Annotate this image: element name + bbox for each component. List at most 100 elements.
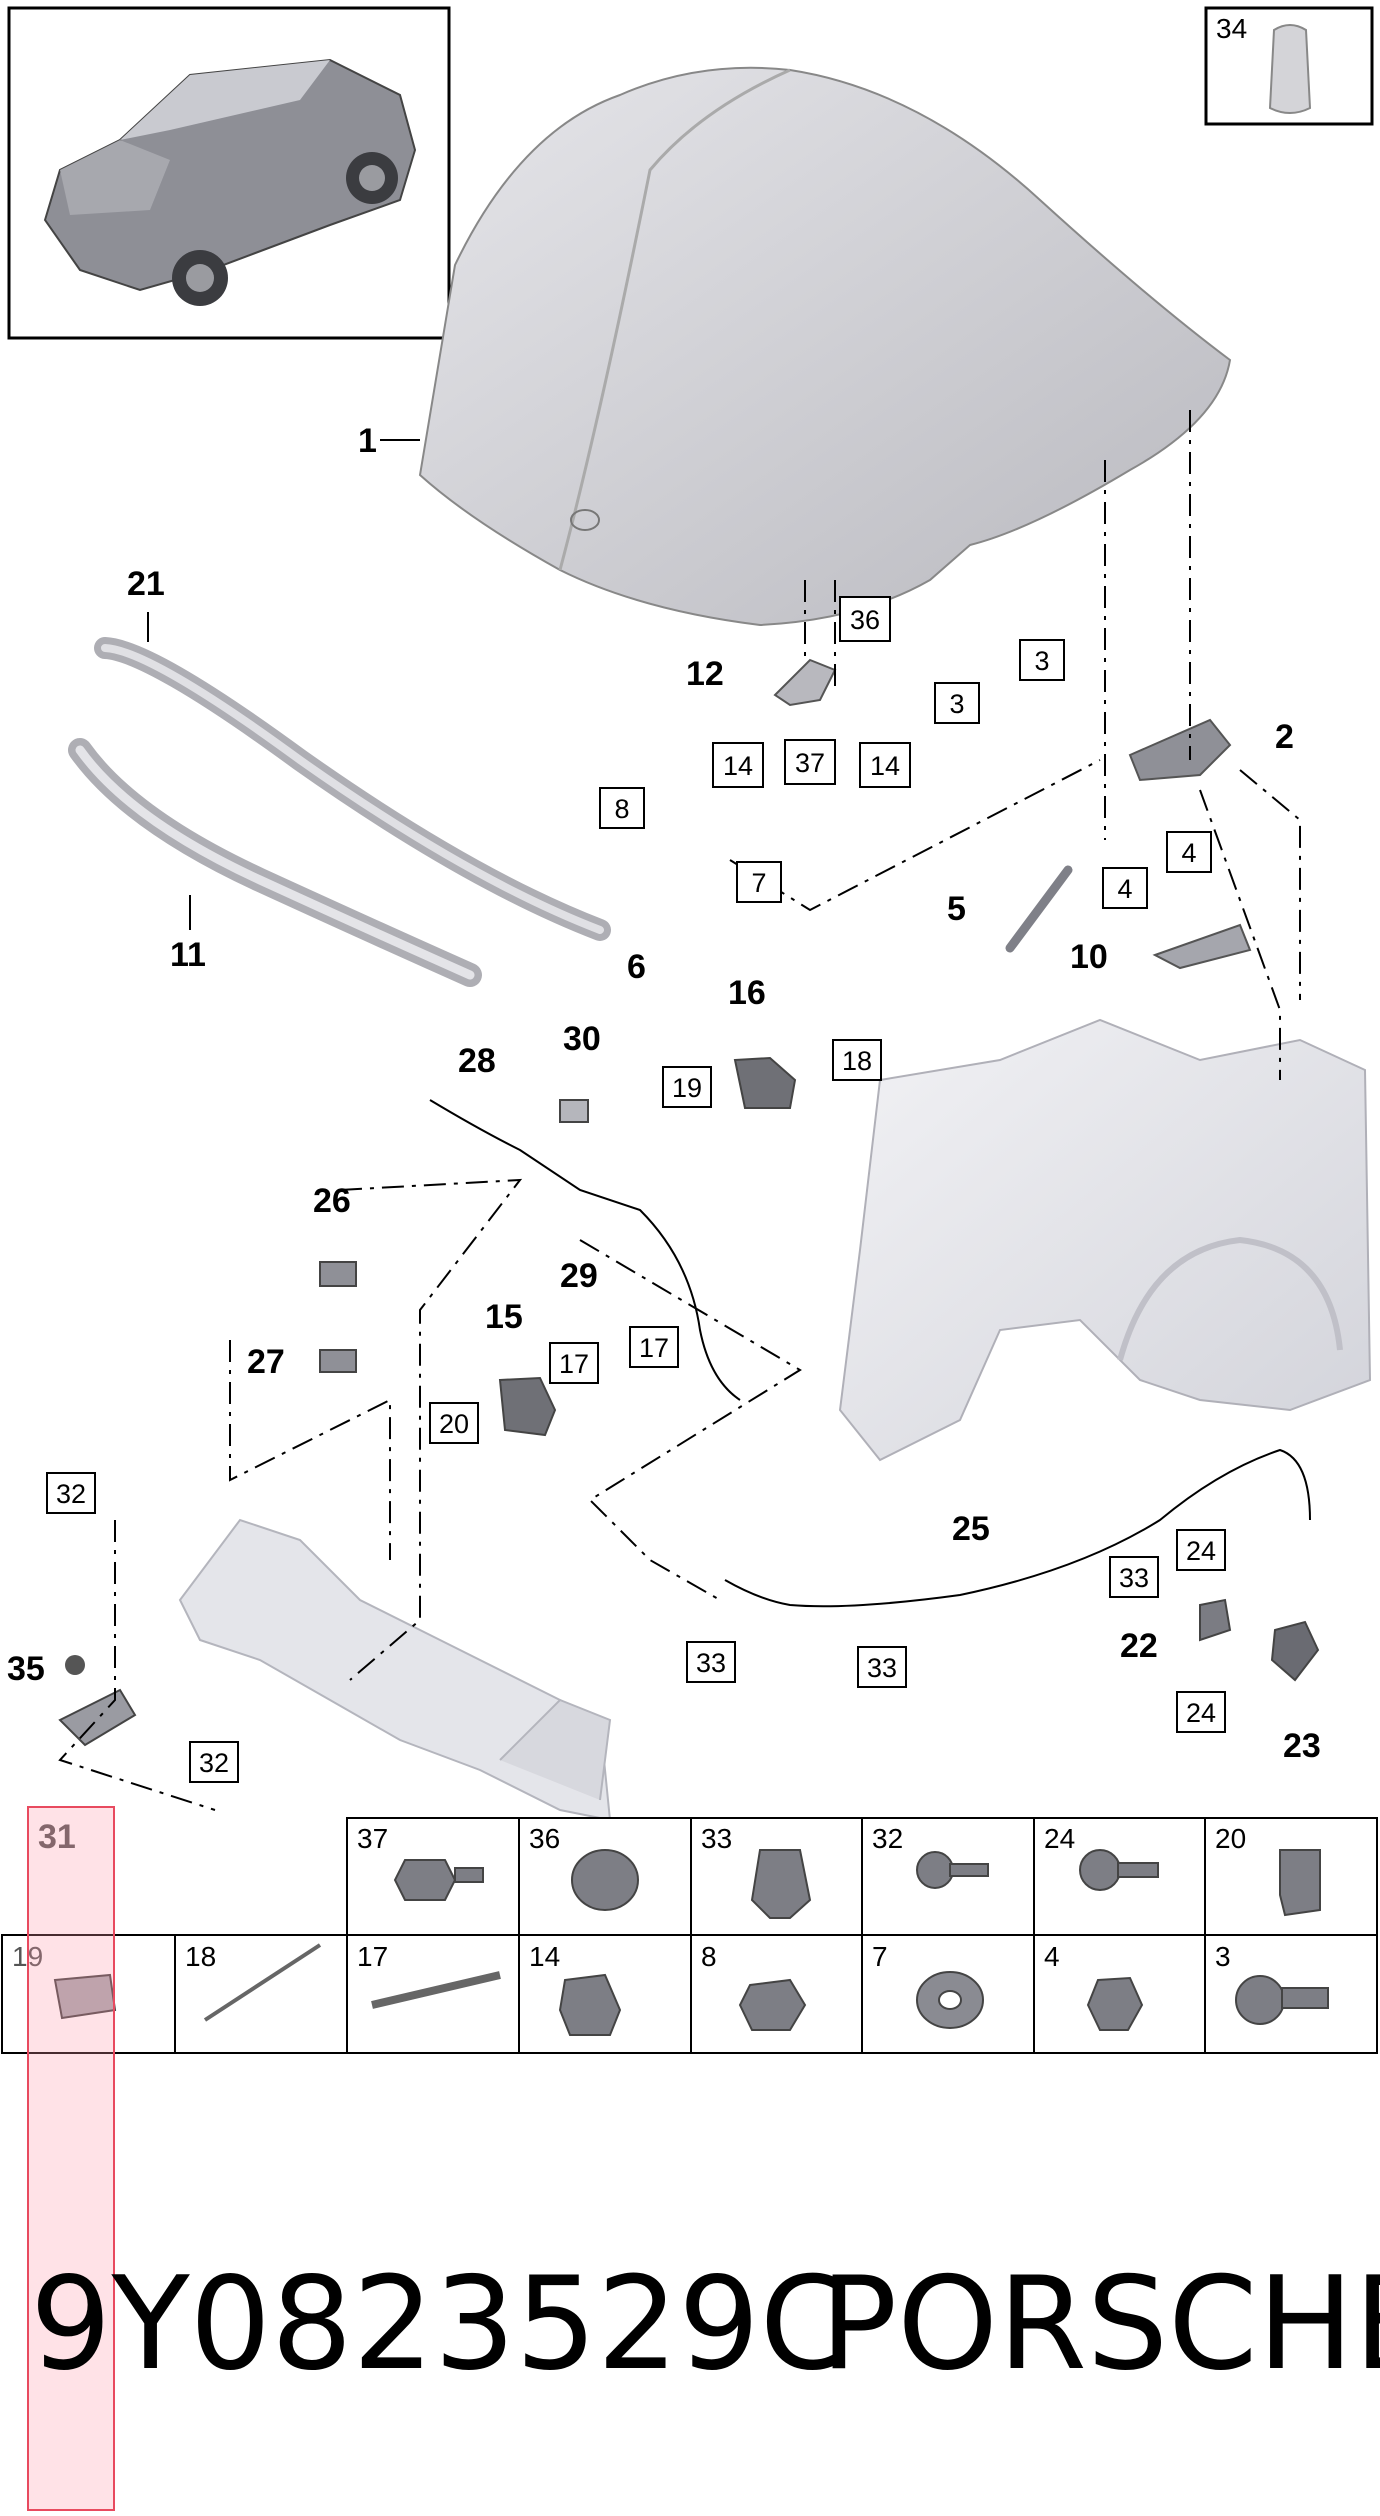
table-cell-7: 7	[872, 1941, 888, 1972]
hood-latch-part-2	[1128, 718, 1232, 782]
strut-part-5	[1005, 865, 1073, 953]
table-cell-20: 20	[1215, 1823, 1246, 1854]
hood-part-1	[418, 66, 1232, 627]
bracket-part-31	[58, 1688, 137, 1747]
table-cell-18: 18	[185, 1941, 216, 1972]
clip-part-27	[319, 1349, 357, 1373]
table-cell-32: 32	[872, 1823, 903, 1854]
callout-22: 22	[1120, 1627, 1158, 1665]
cable-tie-icon	[203, 1943, 322, 2022]
part-number: 9Y0823529C	[30, 2250, 850, 2399]
long-bolt-icon	[371, 1971, 501, 2009]
seal-part-21	[94, 637, 611, 941]
boxed-label-3a: 3	[1034, 646, 1049, 676]
handle-part-23	[1270, 1620, 1320, 1682]
clip-icon	[750, 1849, 812, 1919]
boxed-label-8: 8	[614, 794, 629, 824]
boxed-label-33a: 33	[1119, 1563, 1149, 1593]
inset-label-34: 34	[1216, 13, 1247, 44]
boxed-label-18: 18	[842, 1046, 872, 1076]
bolt-icon	[393, 1859, 457, 1901]
highlighted-label-31: 31	[38, 1818, 76, 1856]
bracket-part-12	[773, 658, 837, 707]
boxed-label-14b: 14	[870, 751, 900, 781]
seal-part-11	[68, 738, 482, 987]
nut-cage-icon	[1279, 1849, 1321, 1917]
callout-10: 10	[1070, 938, 1108, 976]
boxed-label-17a: 17	[559, 1349, 589, 1379]
callout-2: 2	[1275, 718, 1294, 756]
connector-icon	[53, 1973, 117, 2020]
callout-16: 16	[728, 974, 766, 1012]
car-thumbnail	[7, 6, 451, 340]
table-cell-37: 37	[357, 1823, 388, 1854]
screw-24-shaft-icon	[1117, 1862, 1159, 1878]
table-cell-4: 4	[1044, 1941, 1060, 1972]
callout-28: 28	[458, 1042, 496, 1080]
assembly-lines	[1104, 410, 1191, 840]
body-structure	[838, 1018, 1372, 1462]
boxed-label-7: 7	[751, 868, 766, 898]
bolt-3-shaft-icon	[1281, 1987, 1329, 2009]
handle-part-22	[1199, 1598, 1232, 1642]
table-cell-24: 24	[1044, 1823, 1075, 1854]
boxed-label-17b: 17	[639, 1333, 669, 1363]
bracket-part-10	[1152, 923, 1252, 970]
cable-part-28	[429, 1099, 741, 1401]
callout-1: 1	[358, 422, 377, 460]
boxed-label-33b: 33	[696, 1648, 726, 1678]
boxed-labels: 3 3 4 4 7 8 14 14 17 17 18 19 20 24 24 3…	[46, 596, 1226, 1783]
callout-12: 12	[686, 655, 724, 693]
hex-nut-icon	[738, 1978, 807, 2031]
table-cell-36: 36	[529, 1823, 560, 1854]
table-cell-17: 17	[357, 1941, 388, 1972]
bolt-part-35	[65, 1655, 85, 1675]
bolt-3-head-icon	[1235, 1975, 1285, 2025]
callout-23: 23	[1283, 1727, 1321, 1765]
callout-35: 35	[7, 1650, 45, 1688]
boxed-label-32a: 32	[56, 1479, 86, 1509]
boxed-label-32b: 32	[199, 1748, 229, 1778]
callout-15: 15	[485, 1298, 523, 1336]
parts-table: 37 36 33 32 24 20 19 18 17 14 8 7 4 3	[1, 1817, 1378, 2054]
callout-21: 21	[127, 565, 165, 603]
screw-24-head-icon	[1079, 1849, 1121, 1891]
boxed-label-24a: 24	[1186, 1536, 1216, 1566]
bolt-shaft-icon	[454, 1867, 484, 1883]
screw-shaft-icon	[949, 1863, 989, 1877]
lock-part-15	[498, 1376, 557, 1437]
callout-6: 6	[627, 948, 646, 986]
callout-11: 11	[170, 936, 206, 974]
nut-4-icon	[1086, 1976, 1144, 2031]
boxed-label-20: 20	[439, 1409, 469, 1439]
boxed-label-24b: 24	[1186, 1698, 1216, 1728]
brand-name: PORSCHE	[820, 2250, 1380, 2399]
boxed-label-33c: 33	[867, 1653, 897, 1683]
front-carrier	[178, 1518, 612, 1822]
boxed-label-36: 36	[850, 605, 880, 635]
table-cell-8: 8	[701, 1941, 717, 1972]
table-cell-14: 14	[529, 1941, 560, 1972]
callout-30: 30	[563, 1020, 601, 1058]
table-cell-3: 3	[1215, 1941, 1231, 1972]
cable-part-25	[724, 1448, 1311, 1608]
boxed-label-19: 19	[672, 1073, 702, 1103]
callout-27: 27	[247, 1343, 285, 1381]
cap-part-30	[559, 1099, 589, 1123]
footer: 9Y0823529C PORSCHE	[30, 2245, 1380, 2405]
highlight-overlay	[27, 1806, 115, 2511]
boxed-label-4b: 4	[1117, 874, 1132, 904]
table-cell-33: 33	[701, 1823, 732, 1854]
cap-nut-icon	[558, 1973, 622, 2036]
callout-25: 25	[952, 1510, 990, 1548]
boxed-label-14a: 14	[723, 751, 753, 781]
boxed-label-3b: 3	[949, 689, 964, 719]
boxed-label-37: 37	[795, 748, 825, 778]
boxed-label-4a: 4	[1181, 838, 1196, 868]
clip-part-26	[319, 1261, 357, 1287]
callout-5: 5	[947, 890, 966, 928]
grommet-icon	[571, 1849, 639, 1911]
callout-29: 29	[560, 1257, 598, 1295]
